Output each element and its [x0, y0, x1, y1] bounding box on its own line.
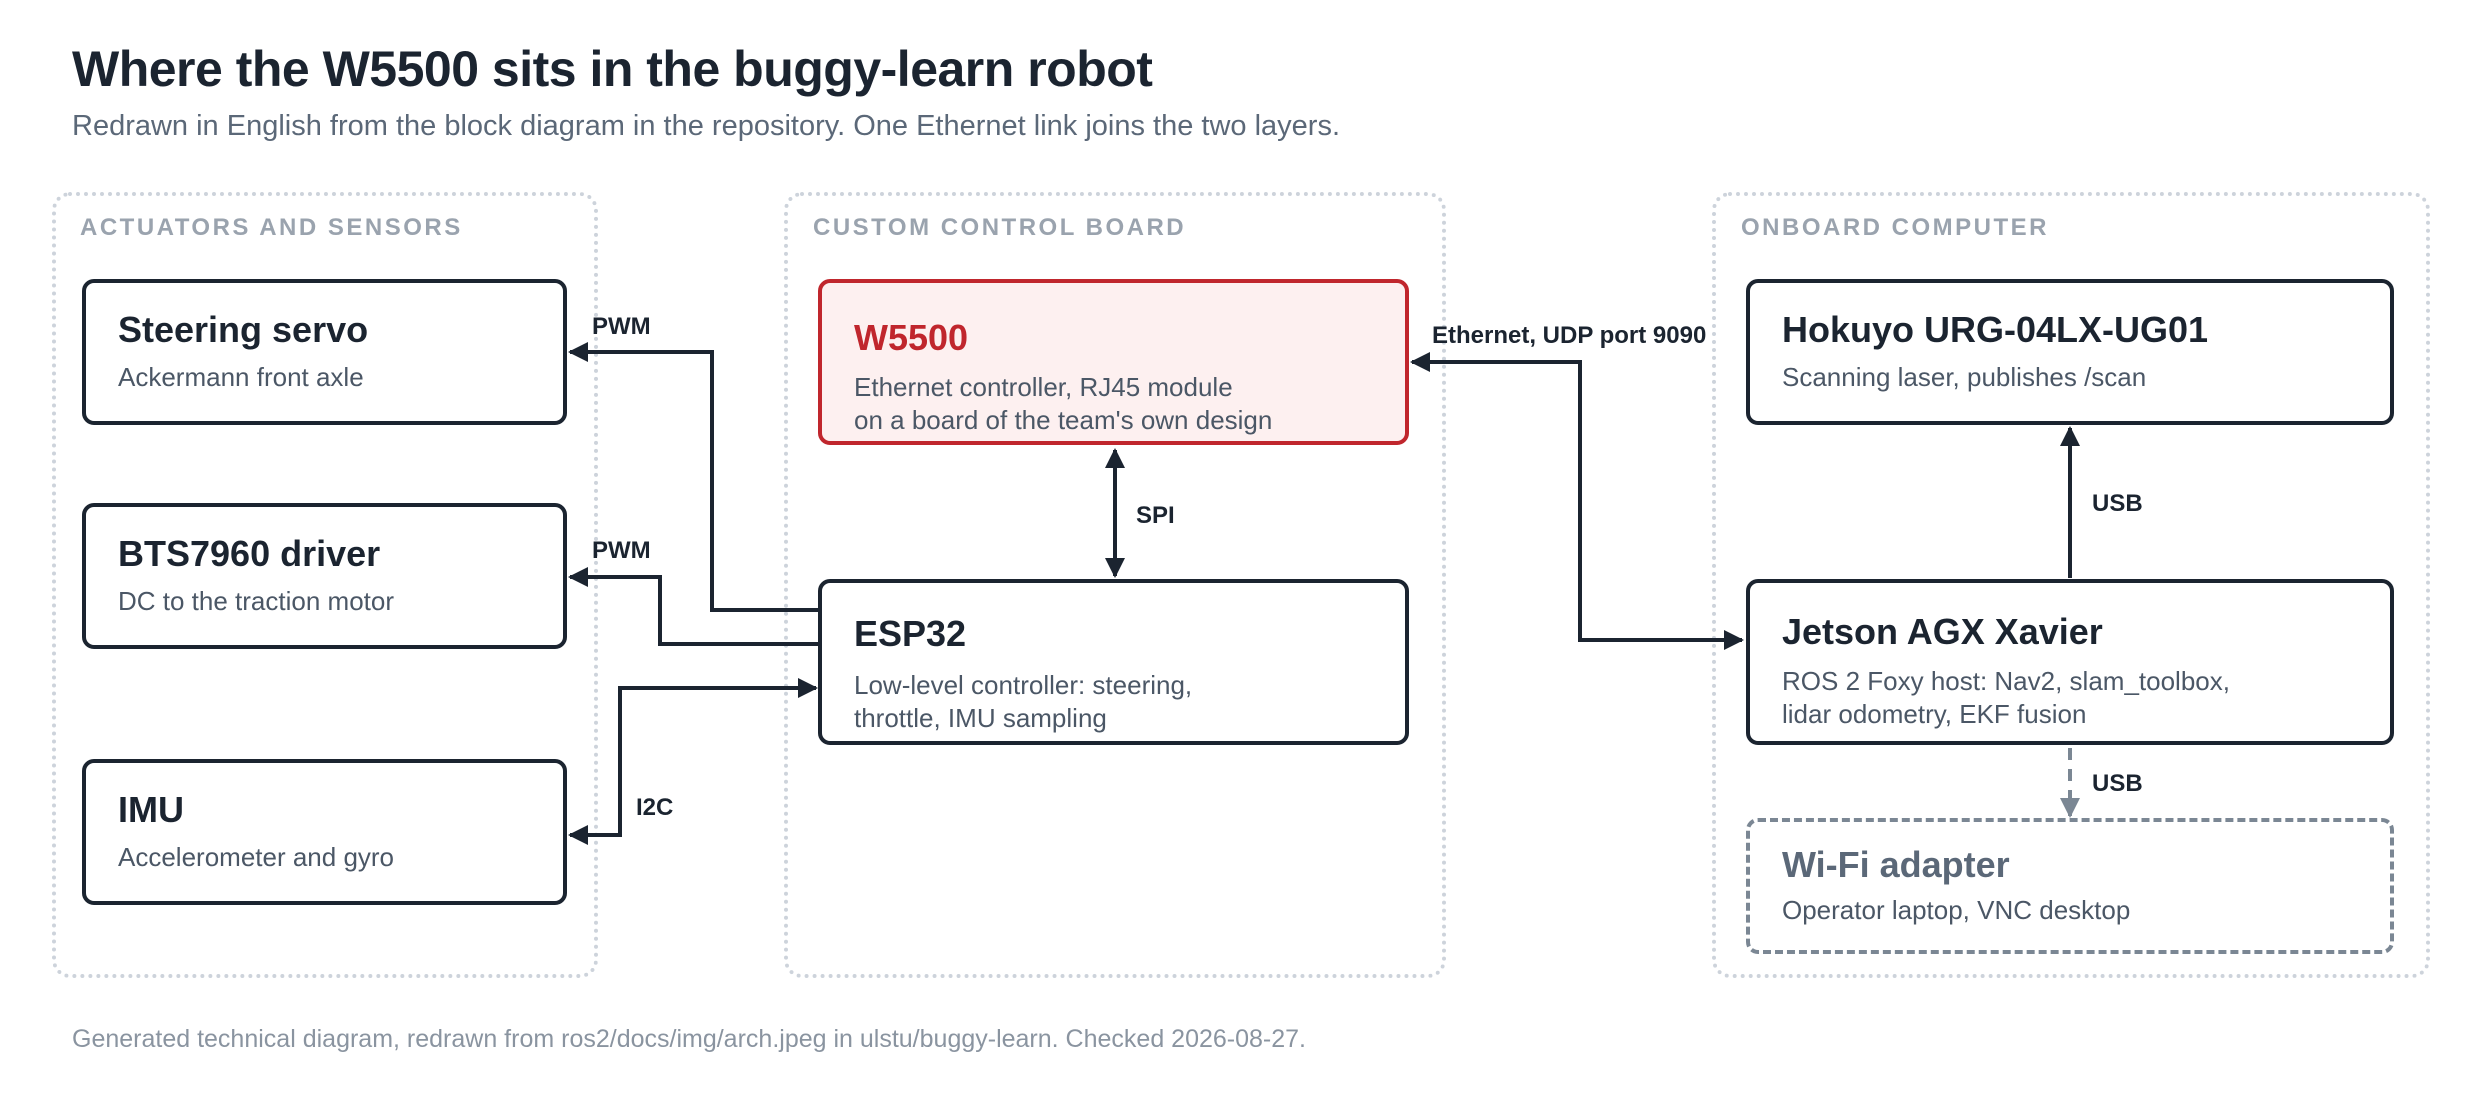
label-usb-wifi: USB: [2092, 770, 2143, 797]
group-label-control: CUSTOM CONTROL BOARD: [813, 214, 1187, 241]
link-ethernet: [1410, 352, 1744, 650]
node-esp32: ESP32 Low-level controller: steering, th…: [818, 579, 1409, 745]
node-steering-servo: Steering servo Ackermann front axle: [82, 279, 567, 425]
node-desc-line-2: on a board of the team's own design: [854, 405, 1273, 435]
node-desc-line-1: ROS 2 Foxy host: Nav2, slam_toolbox,: [1782, 666, 2230, 696]
diagram-subtitle: Redrawn in English from the block diagra…: [72, 110, 1341, 142]
label-usb-hokuyo: USB: [2092, 490, 2143, 517]
node-title: W5500: [854, 317, 969, 358]
node-desc-line-2: lidar odometry, EKF fusion: [1782, 699, 2087, 729]
node-title: Hokuyo URG-04LX-UG01: [1782, 309, 2209, 350]
node-title: Steering servo: [118, 309, 369, 350]
node-desc-line-1: Low-level controller: steering,: [854, 670, 1193, 700]
node-bts7960-driver: BTS7960 driver DC to the traction motor: [82, 503, 567, 649]
node-w5500: W5500 Ethernet controller, RJ45 module o…: [818, 279, 1409, 445]
label-pwm-driver: PWM: [592, 537, 651, 564]
group-actuators-sensors: [52, 192, 598, 978]
node-desc: Accelerometer and gyro: [118, 842, 395, 872]
label-pwm-servo: PWM: [592, 313, 651, 340]
node-title: Wi-Fi adapter: [1782, 844, 2010, 885]
node-desc: Scanning laser, publishes /scan: [1782, 362, 2147, 392]
label-ethernet: Ethernet, UDP port 9090: [1432, 322, 1707, 349]
node-desc-line-1: Ethernet controller, RJ45 module: [854, 372, 1233, 402]
node-desc: Ackermann front axle: [118, 362, 364, 392]
node-title: IMU: [118, 789, 184, 830]
group-label-actuators: ACTUATORS AND SENSORS: [80, 214, 463, 241]
node-title: BTS7960 driver: [118, 533, 381, 574]
node-title: ESP32: [854, 613, 967, 654]
node-desc: Operator laptop, VNC desktop: [1782, 895, 2131, 925]
diagram-title: Where the W5500 sits in the buggy-learn …: [72, 41, 1153, 97]
link-pwm-driver: [568, 567, 818, 646]
label-i2c: I2C: [636, 794, 674, 821]
node-jetson-agx-xavier: Jetson AGX Xavier ROS 2 Foxy host: Nav2,…: [1746, 579, 2394, 745]
link-i2c: [568, 678, 818, 845]
label-spi: SPI: [1136, 502, 1175, 529]
node-hokuyo-lidar: Hokuyo URG-04LX-UG01 Scanning laser, pub…: [1746, 279, 2394, 425]
node-desc: DC to the traction motor: [118, 586, 394, 616]
node-wifi-adapter: Wi-Fi adapter Operator laptop, VNC deskt…: [1746, 818, 2394, 954]
node-imu: IMU Accelerometer and gyro: [82, 759, 567, 905]
node-desc-line-2: throttle, IMU sampling: [854, 703, 1107, 733]
node-title: Jetson AGX Xavier: [1782, 611, 2103, 652]
group-label-computer: ONBOARD COMPUTER: [1741, 214, 2049, 241]
footer-note: Generated technical diagram, redrawn fro…: [72, 1025, 1306, 1053]
link-pwm-servo: [568, 342, 818, 612]
